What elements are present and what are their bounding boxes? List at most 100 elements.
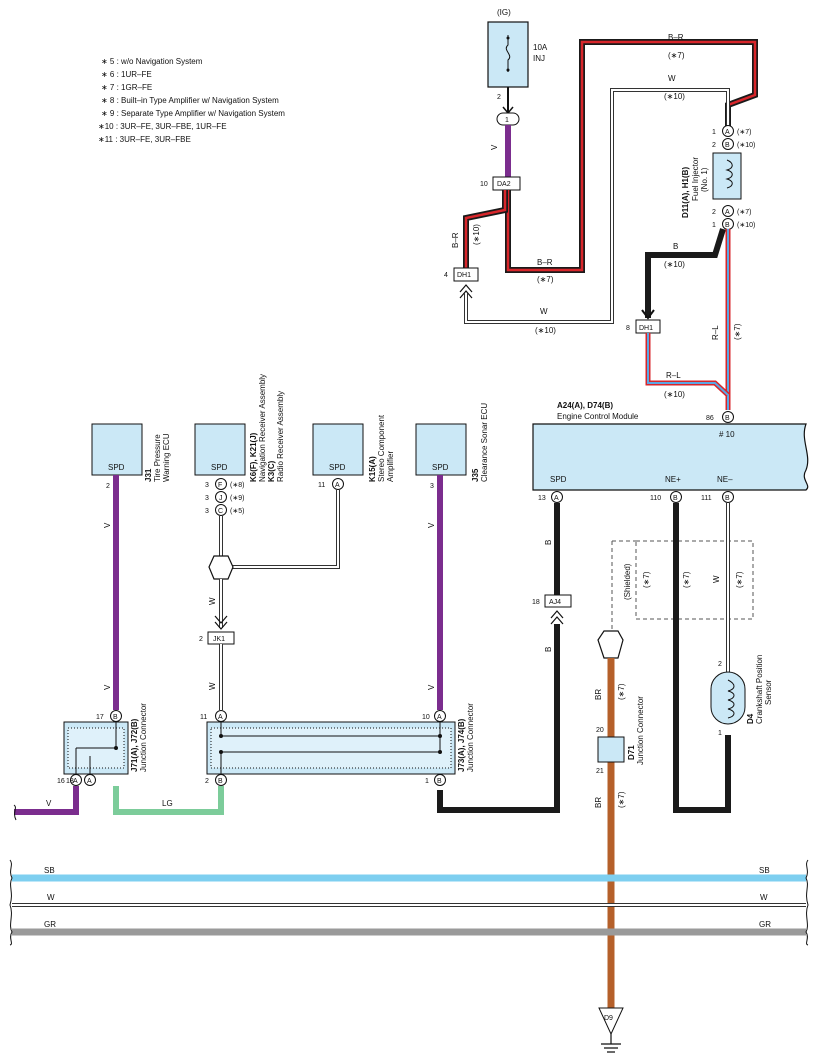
nav-pin-f: F xyxy=(218,482,222,489)
bus-w-label-left: W xyxy=(47,893,55,902)
note-6: ∗ 6 : 1UR–FE xyxy=(101,70,152,79)
nav-pin-c-num: 3 xyxy=(205,508,209,515)
ecm-name: A24(A), D74(B) xyxy=(557,401,613,410)
d71-name: D71 xyxy=(627,745,636,760)
ecu-tire-name: J31 xyxy=(144,468,153,482)
jc1-p17-letter: B xyxy=(113,714,118,721)
wire-lg-label: LG xyxy=(162,799,173,808)
nav-pin-f-num: 3 xyxy=(205,482,209,489)
wire-br1-note: (∗7) xyxy=(617,683,626,700)
injector-pin-3-letter: A xyxy=(725,209,730,216)
wire-br-top-note: (∗7) xyxy=(668,51,685,60)
ecm-spd: SPD xyxy=(550,475,567,484)
wire-w-10 xyxy=(465,89,729,323)
jc1-p16: 16 xyxy=(57,778,65,785)
wire-br-mid-label: B–R xyxy=(537,258,553,267)
jc2-p11-letter: A xyxy=(218,714,223,721)
ecu-nav-desc2: K3(C) xyxy=(267,460,276,482)
wire-v1-label: V xyxy=(103,522,112,528)
wire-w1-label: W xyxy=(208,597,217,605)
d71-p21: 21 xyxy=(596,768,604,775)
injector-pin-4-note: (∗10) xyxy=(737,222,755,229)
d4-pin1: 1 xyxy=(718,730,722,737)
fuse-box xyxy=(487,21,529,88)
shield-label: (Shielded) xyxy=(623,563,632,600)
ecu-stereo-amplifier: SPD 11 A K15(A) Stereo Component Amplifi… xyxy=(312,414,395,490)
fuse-rating: 10A xyxy=(533,43,548,52)
fuse-pin: 2 xyxy=(497,94,501,101)
ground-label: D9 xyxy=(604,1015,613,1022)
injector-pin-3: 2 xyxy=(712,209,716,216)
bus-w-label-right: W xyxy=(760,893,768,902)
ecu-nav-name: K6(F), K21(J) xyxy=(249,432,258,482)
ig-label: (IG) xyxy=(497,8,511,17)
connector-jk1-label: JK1 xyxy=(213,636,225,643)
wire-b-10 xyxy=(645,228,726,318)
bus-gr-label-right: GR xyxy=(759,920,771,929)
ecu-clearance-sonar: SPD 3 J35 Clearance Sonar ECU xyxy=(415,403,489,490)
wire-rl-v-note: (∗7) xyxy=(733,323,742,340)
fuse-icon xyxy=(505,35,511,72)
bus-lines: SB SB W W GR GR xyxy=(9,859,809,946)
ecu-nav-spd: SPD xyxy=(211,463,228,472)
connector-dh1-mid-pin: 8 xyxy=(626,325,630,332)
nav-pin-f-note: (∗8) xyxy=(230,482,244,489)
jc1-p18-letter: A xyxy=(87,778,92,785)
connector-dh1-top-pin: 4 xyxy=(444,272,448,279)
note-9: ∗ 9 : Separate Type Amplifier w/ Navigat… xyxy=(101,109,285,118)
wire-w-ne-note: (∗7) xyxy=(735,571,744,588)
ground-icon xyxy=(601,1034,621,1053)
wire-b-mid-label: B xyxy=(673,242,678,251)
note-7: ∗ 7 : 1GR–FE xyxy=(101,83,152,92)
note-10: ∗10 : 3UR–FE, 3UR–FBE, 1UR–FE xyxy=(98,122,227,131)
injector-pin-3-note: (∗7) xyxy=(737,209,751,216)
wire-w-ne-label: W xyxy=(712,575,721,583)
injector-pin-4: 1 xyxy=(712,222,716,229)
injector-pin-1-letter: A xyxy=(725,129,730,136)
d71-p20: 20 xyxy=(596,727,604,734)
ecu-tire-pressure: SPD 2 J31 Tire Pressure Warning ECU xyxy=(91,423,171,490)
ecm-p111: 111 xyxy=(701,495,712,502)
wire-rl-v-label: R–L xyxy=(711,325,720,340)
d71-desc: Junction Connector xyxy=(636,696,645,765)
wire-w-top-label: W xyxy=(668,74,676,83)
wire-rl-h-note: (∗10) xyxy=(664,390,685,399)
ecu-sonar-spd: SPD xyxy=(432,463,449,472)
injector-pin-1: 1 xyxy=(712,129,716,136)
nav-pin-j-note: (∗9) xyxy=(230,495,244,502)
crankshaft-sensor: 2 1 D4 Crankshaft Position Sensor xyxy=(710,655,773,737)
ecm-port: # 10 xyxy=(719,430,735,439)
wire-br1-label: BR xyxy=(594,689,603,700)
engine-control-module xyxy=(532,423,809,491)
wire-br-top-label: B–R xyxy=(668,33,684,42)
nav-pin-c: C xyxy=(218,508,223,515)
wire-w-top-note: (∗10) xyxy=(664,92,685,101)
shield-ground-node xyxy=(597,630,624,659)
wire-b1-label: B xyxy=(544,540,553,545)
connector-aj4-pin: 18 xyxy=(532,599,540,606)
jc2-p1: 1 xyxy=(425,778,429,785)
wire-br2-label: BR xyxy=(594,797,603,808)
ecu-tire-desc2: Warning ECU xyxy=(162,433,171,482)
wire-w-mid-note: (∗10) xyxy=(535,326,556,335)
jc2-name: J73(A), J74(B) xyxy=(457,718,466,772)
fuel-injector: A 1 (∗7) B 2 (∗10) A 2 (∗7) B 1 (∗10) D1… xyxy=(681,125,755,230)
jc1-p18: 18 xyxy=(66,778,74,785)
connector-aj4 xyxy=(544,594,572,608)
jc2-desc: Junction Connector xyxy=(466,703,475,772)
wire-br-left-note: (∗10) xyxy=(472,224,481,245)
ecm-p111-letter: B xyxy=(725,495,730,502)
jc2-p2-letter: B xyxy=(218,778,223,785)
wire-v4-label: V xyxy=(427,684,436,690)
injector-pin-2-note: (∗10) xyxy=(737,142,755,149)
wire-br-left-label: B–R xyxy=(451,232,460,248)
ecu-nav-desc1: Navigation Receiver Assembly xyxy=(258,374,267,482)
ne-note: (∗7) xyxy=(682,571,691,588)
connector-aj4-label: AJ4 xyxy=(549,599,561,606)
wire-b-mid-note: (∗10) xyxy=(664,260,685,269)
splice-node xyxy=(208,555,234,580)
ecu-amp-spd: SPD xyxy=(329,463,346,472)
d4-name: D4 xyxy=(746,713,755,724)
wire-v-bottom-label: V xyxy=(46,799,52,808)
jc2-p1-letter: B xyxy=(437,778,442,785)
